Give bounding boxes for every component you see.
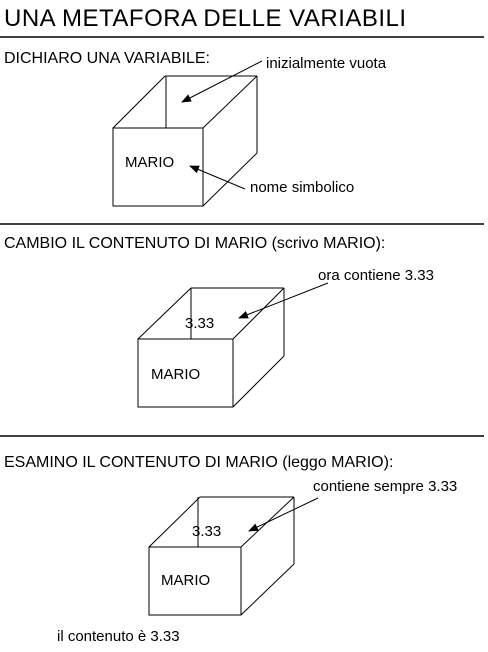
arrow-contiene-sempre [248,497,319,532]
annotation-inizialmente-vuota: inizialmente vuota [266,55,387,72]
box-2-content: 3.33 [185,315,215,332]
box-mario-3 [148,496,295,616]
box-mario-1 [112,75,258,207]
annotation-contiene-sempre: contiene sempre 3.33 [313,478,458,495]
arrow-nome-simbolico [189,165,246,190]
section-1-heading: DICHIARO UNA VARIABILE: [4,50,210,67]
section-3-heading: ESAMINO IL CONTENUTO DI MARIO (leggo MAR… [4,454,394,471]
box-1-name: MARIO [125,154,175,171]
box-3-content: 3.33 [192,523,222,540]
arrow-ora-contiene [238,282,329,319]
box-3-name: MARIO [161,572,211,589]
box-2-name: MARIO [151,366,201,383]
section-2-heading: CAMBIO IL CONTENUTO DI MARIO (scrivo MAR… [4,235,386,252]
annotation-ora-contiene: ora contiene 3.33 [318,267,434,284]
annotation-nome-simbolico: nome simbolico [250,179,355,196]
page-title: UNA METAFORA DELLE VARIABILI [4,5,407,32]
box-mario-2 [137,287,285,408]
footnote-contenuto: il contenuto è 3.33 [57,628,180,645]
arrow-inizialmente-vuota [181,60,263,103]
